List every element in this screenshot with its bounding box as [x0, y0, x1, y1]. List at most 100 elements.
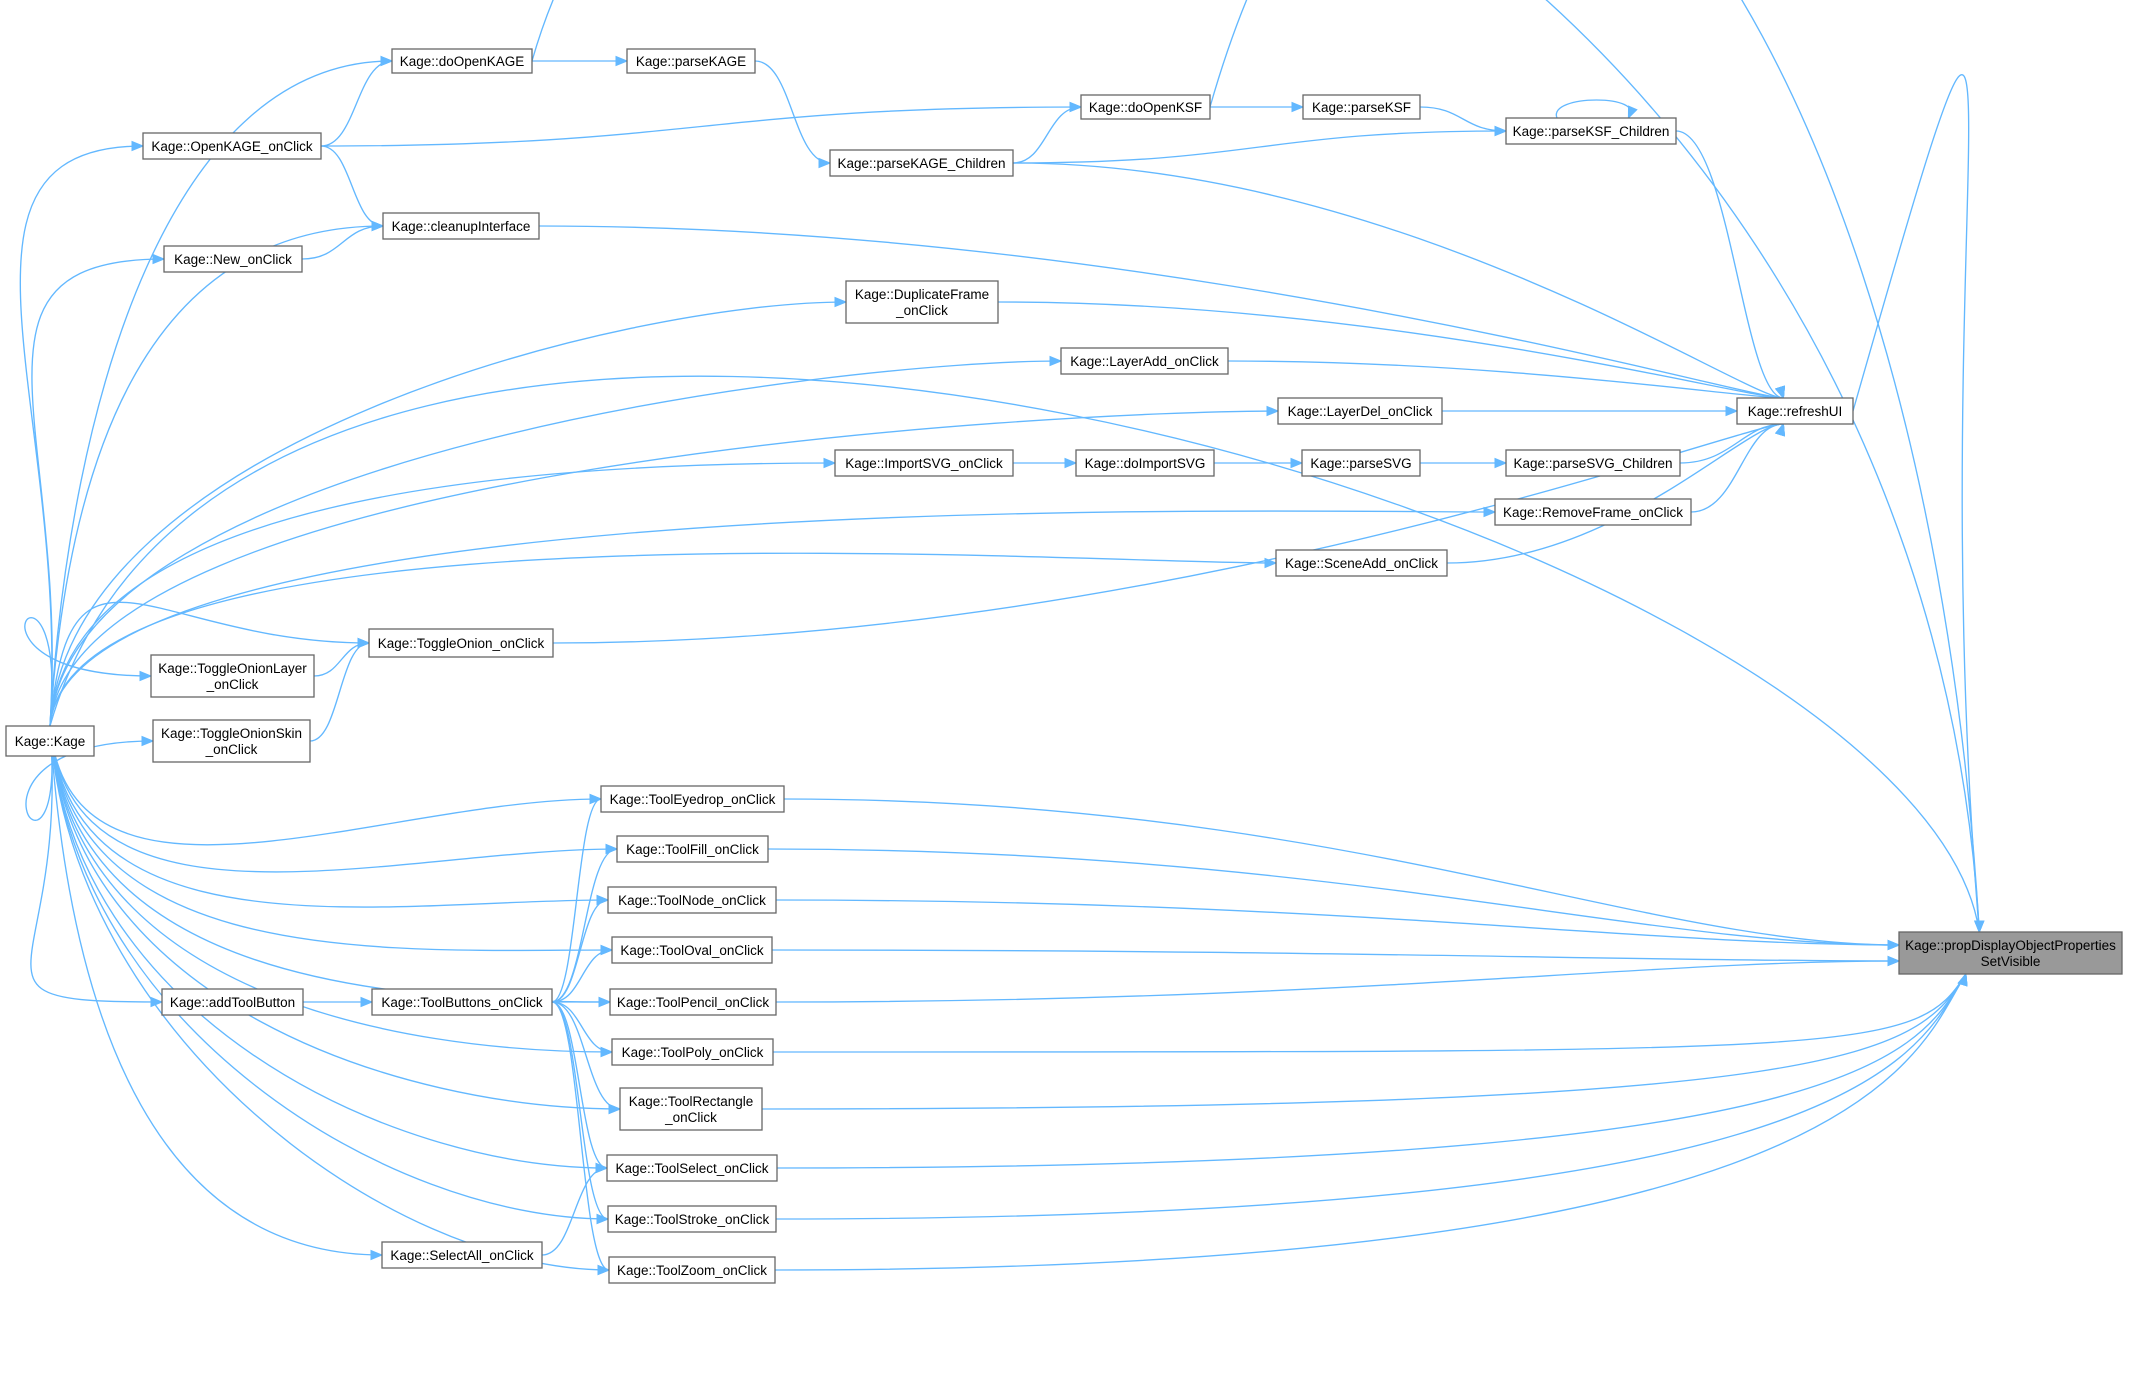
node-stroke[interactable]: Kage::ToolStroke_onClick: [607, 1205, 777, 1233]
node-toggleSkin[interactable]: Kage::ToggleOnionSkin_onClick: [152, 719, 311, 763]
node-rect[interactable]: Kage::ToolRectangle_onClick: [619, 1087, 763, 1131]
node-label-parseKAGE: Kage::parseKAGE: [636, 54, 746, 69]
node-box-eyedrop[interactable]: [600, 785, 785, 813]
node-box-refreshUI[interactable]: [1736, 397, 1854, 425]
node-box-doOpenKSF[interactable]: [1080, 94, 1211, 120]
node-zoom[interactable]: Kage::ToolZoom_onClick: [608, 1256, 776, 1284]
node-box-kage[interactable]: [5, 725, 95, 757]
node-box-pencil[interactable]: [609, 988, 777, 1016]
node-box-toggleOnion[interactable]: [368, 628, 554, 658]
edge-kage-to-addToolButton: [30, 725, 163, 1003]
edge-kage-to-select: [49, 725, 608, 1169]
node-box-fill[interactable]: [616, 835, 769, 863]
node-doImportSVG[interactable]: Kage::doImportSVG: [1075, 449, 1215, 477]
node-box-node[interactable]: [607, 886, 777, 914]
node-pencil[interactable]: Kage::ToolPencil_onClick: [609, 988, 777, 1016]
edge-select-to-target: [776, 973, 1967, 1169]
edge-layerDel-to-refreshUI-arrowhead: [1725, 405, 1739, 417]
edge-toggleSkin-to-toggleOnion-arrowhead: [357, 637, 371, 649]
node-importSVG[interactable]: Kage::ImportSVG_onClick: [834, 449, 1014, 477]
node-box-parseSVGChild[interactable]: [1505, 449, 1681, 477]
node-box-toolButtons[interactable]: [371, 988, 553, 1016]
node-box-stroke[interactable]: [607, 1205, 777, 1233]
edge-refreshUI-to-target-arrowhead: [1974, 920, 1985, 934]
edge-cleanup-to-refreshUI: [538, 225, 1784, 399]
node-box-layerDel[interactable]: [1277, 397, 1443, 425]
node-target[interactable]: Kage::propDisplayObjectPropertiesSetVisi…: [1898, 931, 2123, 975]
node-selectAll[interactable]: Kage::SelectAll_onClick: [381, 1241, 543, 1269]
node-toggleOnion[interactable]: Kage::ToggleOnion_onClick: [368, 628, 554, 658]
edge-parseKSF-to-parseKSFChild: [1419, 106, 1507, 132]
node-box-oval[interactable]: [611, 936, 773, 964]
node-refreshUI[interactable]: Kage::refreshUI: [1736, 397, 1854, 425]
edge-toolButtons-to-node-arrowhead: [596, 894, 610, 906]
node-box-toggleSkin[interactable]: [152, 719, 311, 763]
node-label-doImportSVG: Kage::doImportSVG: [1085, 456, 1206, 471]
node-layerAdd[interactable]: Kage::LayerAdd_onClick: [1060, 347, 1229, 375]
node-box-doOpenKAGE[interactable]: [391, 48, 533, 74]
edge-parseKSFChild-to-refreshUI: [1675, 130, 1784, 399]
node-layerDel[interactable]: Kage::LayerDel_onClick: [1277, 397, 1443, 425]
node-box-toggleLayer[interactable]: [150, 654, 315, 698]
edge-kage-to-pencil: [49, 725, 611, 1003]
node-select[interactable]: Kage::ToolSelect_onClick: [606, 1154, 778, 1182]
node-box-parseKAGEChild[interactable]: [829, 149, 1014, 177]
node-addToolButton[interactable]: Kage::addToolButton: [161, 988, 304, 1016]
node-label-stroke: Kage::ToolStroke_onClick: [615, 1212, 770, 1227]
node-box-select[interactable]: [606, 1154, 778, 1182]
node-box-dupFrame[interactable]: [845, 280, 999, 324]
node-box-openKAGE[interactable]: [142, 132, 322, 160]
node-box-addToolButton[interactable]: [161, 988, 304, 1016]
edge-toggleLayer-to-toggleOnion: [313, 642, 370, 677]
node-node[interactable]: Kage::ToolNode_onClick: [607, 886, 777, 914]
edges-layer: [19, 0, 1985, 1276]
node-box-parseKSFChild[interactable]: [1505, 117, 1677, 145]
edge-kage-to-toggleOnion: [49, 601, 370, 727]
node-parseKAGE[interactable]: Kage::parseKAGE: [626, 48, 756, 74]
node-toggleLayer[interactable]: Kage::ToggleOnionLayer_onClick: [150, 654, 315, 698]
node-box-layerAdd[interactable]: [1060, 347, 1229, 375]
node-box-parseKAGE[interactable]: [626, 48, 756, 74]
node-box-sceneAdd[interactable]: [1275, 549, 1448, 577]
node-box-importSVG[interactable]: [834, 449, 1014, 477]
node-removeFrame[interactable]: Kage::RemoveFrame_onClick: [1494, 498, 1692, 526]
node-parseSVG[interactable]: Kage::parseSVG: [1301, 449, 1421, 477]
node-toolButtons[interactable]: Kage::ToolButtons_onClick: [371, 988, 553, 1016]
edge-toolButtons-to-stroke-arrowhead: [596, 1213, 610, 1225]
node-fill[interactable]: Kage::ToolFill_onClick: [616, 835, 769, 863]
node-sceneAdd[interactable]: Kage::SceneAdd_onClick: [1275, 549, 1448, 577]
node-box-rect[interactable]: [619, 1087, 763, 1131]
node-kage[interactable]: Kage::Kage: [5, 725, 95, 757]
node-parseKSF[interactable]: Kage::parseKSF: [1302, 94, 1421, 120]
node-box-target[interactable]: [1898, 931, 2123, 975]
node-box-removeFrame[interactable]: [1494, 498, 1692, 526]
node-box-poly[interactable]: [611, 1038, 774, 1066]
node-doOpenKAGE[interactable]: Kage::doOpenKAGE: [391, 48, 533, 74]
node-parseKSFChild[interactable]: Kage::parseKSF_Children: [1505, 117, 1677, 145]
node-oval[interactable]: Kage::ToolOval_onClick: [611, 936, 773, 964]
node-poly[interactable]: Kage::ToolPoly_onClick: [611, 1038, 774, 1066]
node-box-selectAll[interactable]: [381, 1241, 543, 1269]
edge-parseKAGEChild-to-doOpenKSF-arrowhead: [1069, 101, 1083, 113]
node-label-dupFrame: _onClick: [895, 303, 948, 318]
node-label-toggleSkin: _onClick: [205, 742, 258, 757]
node-box-parseKSF[interactable]: [1302, 94, 1421, 120]
node-parseSVGChild[interactable]: Kage::parseSVG_Children: [1505, 449, 1681, 477]
node-box-parseSVG[interactable]: [1301, 449, 1421, 477]
node-eyedrop[interactable]: Kage::ToolEyedrop_onClick: [600, 785, 785, 813]
node-openKAGE[interactable]: Kage::OpenKAGE_onClick: [142, 132, 322, 160]
node-dupFrame[interactable]: Kage::DuplicateFrame_onClick: [845, 280, 999, 324]
edge-parseKAGEChild-to-refreshUI: [1012, 162, 1784, 399]
node-box-cleanup[interactable]: [382, 212, 540, 240]
node-label-parseKSFChild: Kage::parseKSF_Children: [1513, 124, 1670, 139]
node-label-rect: Kage::ToolRectangle: [629, 1094, 754, 1109]
node-box-zoom[interactable]: [608, 1256, 776, 1284]
edge-openKAGE-to-cleanup: [320, 145, 384, 227]
edge-parseKAGEChild-to-parseKSFChild: [1012, 130, 1507, 164]
node-parseKAGEChild[interactable]: Kage::parseKAGE_Children: [829, 149, 1014, 177]
node-box-newClick[interactable]: [163, 245, 303, 273]
node-doOpenKSF[interactable]: Kage::doOpenKSF: [1080, 94, 1211, 120]
node-cleanup[interactable]: Kage::cleanupInterface: [382, 212, 540, 240]
node-newClick[interactable]: Kage::New_onClick: [163, 245, 303, 273]
node-box-doImportSVG[interactable]: [1075, 449, 1215, 477]
